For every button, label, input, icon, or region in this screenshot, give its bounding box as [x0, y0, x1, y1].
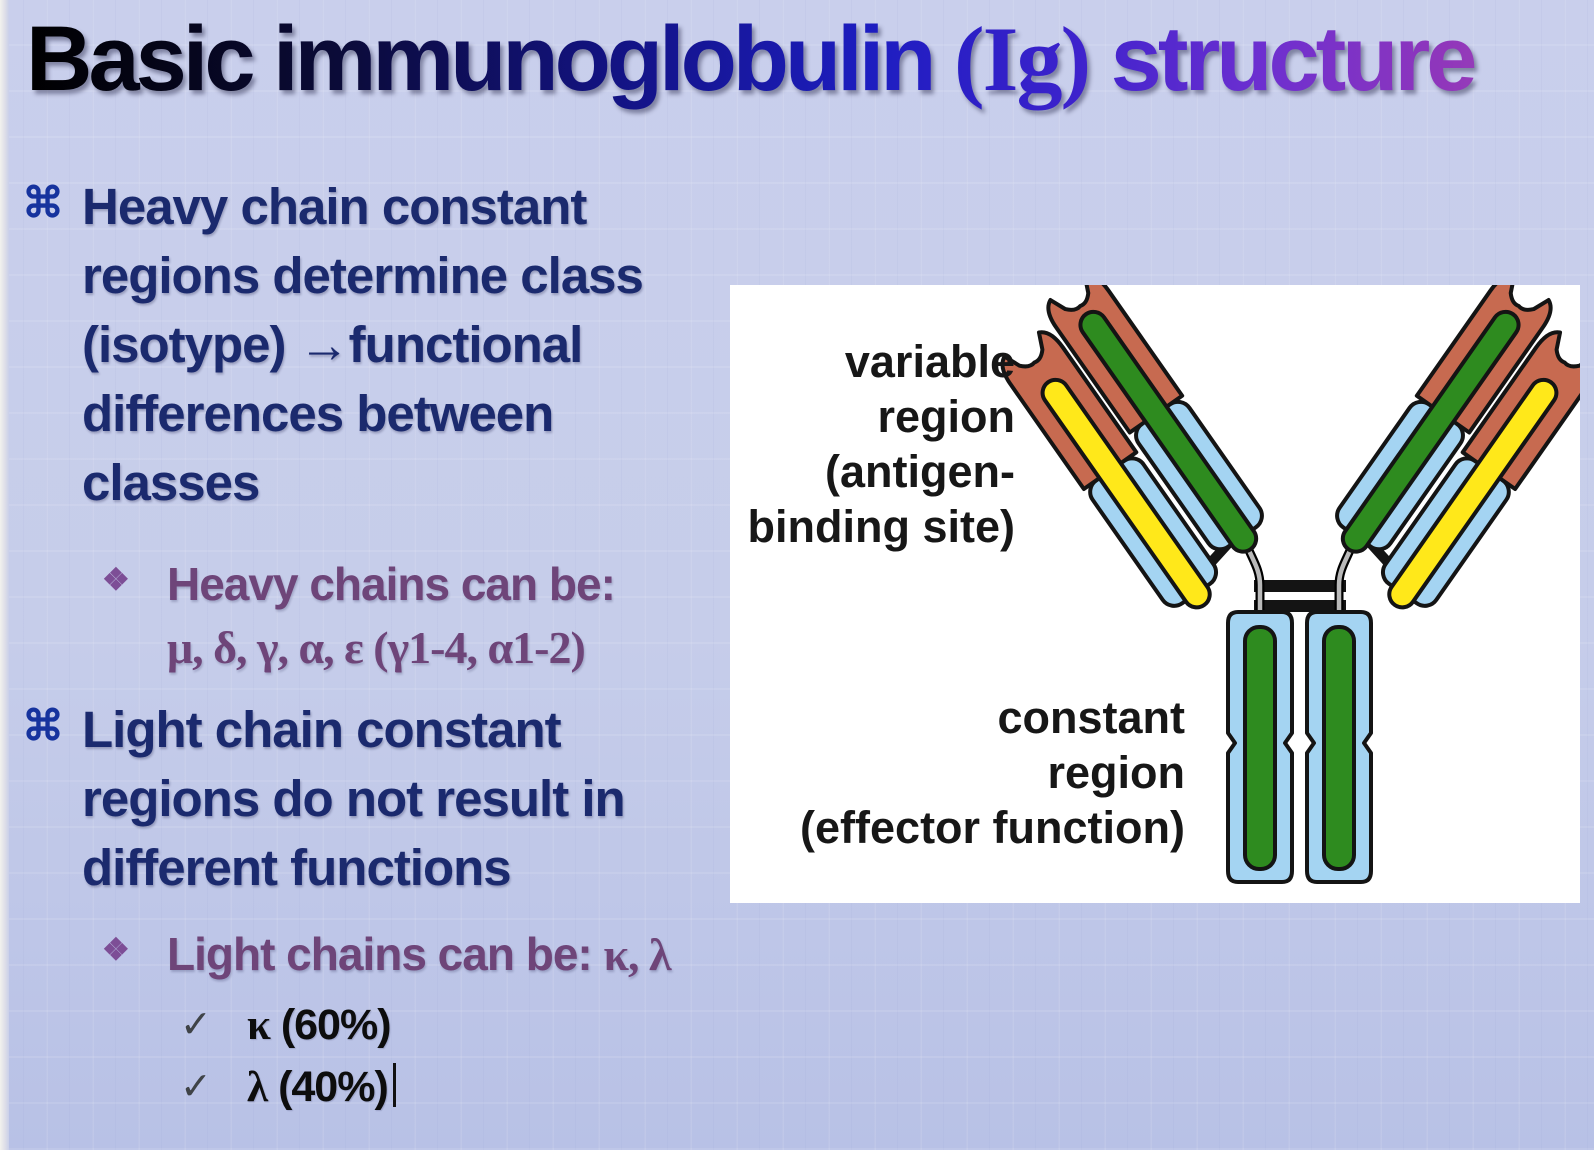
subbullet-heavy-chains: ❖ Heavy chains can be: μ, δ, γ, α, ε (γ1…: [0, 552, 787, 680]
bullet-heavy-chain: ⌘ Heavy chain constant regions determine…: [0, 172, 742, 517]
constant-region-left-stem: [1226, 610, 1294, 884]
text-line: differences between: [82, 385, 554, 442]
constant-region-label: constant region (effector function): [800, 692, 1185, 853]
heavy-chain: [1039, 285, 1271, 558]
page-title: Basic immunoglobulin (Ig) structure: [26, 6, 1586, 112]
bullet-light-chain: ⌘ Light chain constant regions do not re…: [0, 695, 762, 902]
diamond-bullet-icon: ❖: [102, 932, 130, 967]
antibody-diagram: variable region (antigen- binding site) …: [730, 285, 1580, 903]
label-line: variable: [845, 336, 1015, 387]
text-line: Heavy chain constant: [82, 178, 587, 235]
label-line: (antigen-: [825, 446, 1015, 497]
light-chain: [993, 324, 1225, 614]
antibody-left-arm: [993, 285, 1271, 614]
checkmark-icon: ✓: [180, 1004, 212, 1046]
antibody-structure-svg: variable region (antigen- binding site) …: [748, 285, 1580, 884]
command-bullet-icon: ⌘: [22, 179, 64, 226]
greek-letters-line: μ, δ, γ, α, ε (γ1-4, α1-2): [167, 622, 586, 673]
text-line: Heavy chains can be:: [167, 558, 616, 610]
text-cursor: [392, 1063, 396, 1107]
text-line: (isotype) →functional: [82, 316, 583, 373]
constant-region-right-stem: [1305, 610, 1373, 884]
greek-letter: κ: [247, 1002, 271, 1049]
slide-left-edge: [0, 0, 9, 1150]
subbullet-heavy-chains-text: Heavy chains can be: μ, δ, γ, α, ε (γ1-4…: [167, 552, 787, 680]
diamond-bullet-icon: ❖: [102, 562, 130, 597]
text-line: regions do not result in: [82, 770, 626, 827]
check-item-kappa: ✓ κ (60%): [0, 1000, 392, 1051]
label-line: region: [1047, 747, 1185, 798]
bullet-heavy-chain-text: Heavy chain constant regions determine c…: [82, 172, 742, 517]
checkmark-icon: ✓: [180, 1066, 212, 1108]
label-line: constant: [997, 692, 1185, 743]
command-bullet-icon: ⌘: [22, 702, 64, 749]
hinge-disulfide-bonds: [1254, 580, 1346, 612]
label-line: binding site): [748, 501, 1015, 552]
label-line: region: [877, 391, 1015, 442]
label-line: (effector function): [800, 802, 1185, 853]
text-line: regions determine class: [82, 247, 644, 304]
text-line: Light chain constant: [82, 701, 562, 758]
title-prefix: Basic immunoglobulin: [26, 8, 955, 110]
subbullet-light-chains: ❖ Light chains can be: κ, λ: [0, 922, 867, 987]
subbullet-light-chains-text: Light chains can be: κ, λ: [167, 922, 867, 987]
text-line: different functions: [82, 839, 512, 896]
greek-letter: λ: [247, 1064, 268, 1111]
antibody-right-arm: [1328, 285, 1580, 614]
title-ig: (Ig): [954, 8, 1090, 110]
title-suffix: structure: [1089, 8, 1474, 110]
light-chain: [1374, 324, 1580, 614]
text-segment: Light chains can be:: [167, 928, 604, 980]
heavy-chain: [1328, 285, 1560, 558]
check-item-lambda: ✓ λ (40%): [0, 1062, 396, 1113]
greek-letters: κ, λ: [603, 929, 672, 980]
text-segment: (40%): [267, 1063, 389, 1111]
bullet-light-chain-text: Light chain constant regions do not resu…: [82, 695, 762, 902]
text-segment: (60%): [269, 1001, 392, 1049]
text-line: classes: [82, 454, 260, 511]
variable-region-label: variable region (antigen- binding site): [748, 336, 1015, 552]
check-item-lambda-text[interactable]: λ (40%): [247, 1062, 396, 1113]
check-item-kappa-text: κ (60%): [247, 1000, 392, 1051]
